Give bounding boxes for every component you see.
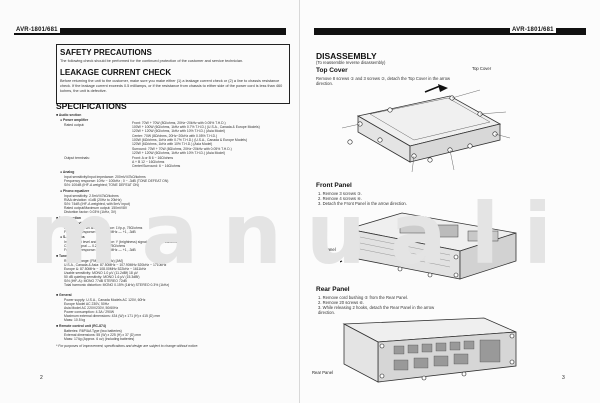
front-panel-steps: 1. Remove 3 screws ③. 2. Remove 4 screws… — [318, 191, 407, 206]
spec-row-14: Input sensitivity: 2.5mV/47kΩ/kohms — [64, 194, 119, 198]
remote-section: ■ Remote control unit (RC-874) — [56, 324, 106, 328]
disassembly-title: DISASSEMBLY — [316, 51, 377, 61]
front-panel-step-3: 3. Detach the Front Panel in the arrow d… — [318, 201, 407, 206]
audio-section: ■ Audio section — [56, 113, 82, 117]
spec-row-34: Power consumption: 4.3A / 290W — [64, 310, 115, 314]
rear-panel-label: Rear Panel — [312, 370, 333, 375]
spec-row-0: Front: 70W + 70W (8Ω/ohms, 20Hz~20kHz wi… — [132, 121, 226, 125]
rear-panel-step-3: 3. While releasing 2 hooks, detach the R… — [318, 305, 435, 310]
output-terminals: Output terminals: — [64, 156, 90, 160]
left-header-label: AVR-1801/681 — [14, 27, 60, 33]
watermark-text: manuali — [30, 185, 577, 283]
spec-row-29: S/N (IHF-A): MONO 77dB STEREO 72dB — [64, 279, 127, 283]
spec-row-9: A + B 12 ~ 16Ω/ohms — [132, 160, 165, 164]
spec-row-39: Mass: 174g (Approx. 6 oz) (including bat… — [64, 337, 135, 341]
rear-panel-step-2: 2. Remove 20 screws ⑥. — [318, 300, 365, 305]
analog: ● Analog — [60, 170, 75, 174]
spec-row-22: C (color) signal — 0.286Vp-p, 75Ω/ohms — [64, 244, 126, 248]
spec-row-12: Frequency response: 10Hz ~ 100kHz ; 0 ~ … — [64, 179, 169, 183]
spec-row-18: Distortion factor: 0.03% (1kHz, 3V) — [64, 210, 117, 214]
spec-note: * For purposes of improvement, specifica… — [56, 344, 199, 348]
spec-row-30: Total harmonic distortion: MONO 0.15% (1… — [64, 283, 170, 287]
spec-row-23: Frequency response: 5Hz ~ 10MHz — +1, -3… — [64, 248, 136, 252]
leakage-text: Before returning the unit to the custome… — [60, 79, 283, 93]
rear-panel-step-3b: direction. — [318, 310, 335, 315]
general-section: ■ General — [56, 293, 72, 297]
spec-row-15: RIAA deviation: ±1dB (20Hz to 20kHz) — [64, 198, 122, 202]
specs-title: SPECIFICATIONS — [56, 101, 127, 111]
safety-text: The following check should be performed … — [60, 59, 244, 63]
spec-row-20: Frequency response: 5Hz ~ 10MHz — +1, -3… — [64, 230, 136, 234]
spec-row-21: Input/output level and impedance: Y (bri… — [64, 240, 179, 244]
spec-row-1: 100W + 100W (6Ω/ohms, 1kHz with 0.7% T.H… — [132, 125, 260, 129]
spec-row-36: Mass: 10.5 kg — [64, 318, 86, 322]
spec-row-17: Rated output/Maximum output: 150mV/8V — [64, 206, 128, 210]
s-video: ● S-video jacks — [60, 235, 85, 239]
spec-row-5: 120W (6Ω/ohms, 1kHz with 10% T.H.D.) (As… — [132, 142, 213, 146]
left-page-number: 2 — [40, 375, 43, 381]
spec-row-13: S/N: 100dB (IHF-A weighted; TONE DEFEAT … — [64, 183, 139, 187]
spec-row-16: S/N: 74dB (IHF-A weighted, with 5mV inpu… — [64, 202, 130, 206]
spec-row-11: Input sensitivity/Input impedance: 200mV… — [64, 175, 146, 179]
spec-row-27: Usable sensitivity: MONO 1.0 µV (11.2dBf… — [64, 271, 138, 275]
spec-row-24: Receiving range: [FM] (note: kHz) [AM] — [64, 259, 123, 263]
front-panel-label: Front Panel — [314, 247, 336, 252]
spec-row-32: Europe Model AC 230V, 50Hz — [64, 302, 109, 306]
right-page: AVR-1801/681 DISASSEMBLY (To reassemble … — [300, 0, 600, 403]
spec-row-19: Input/output level and impedance: 1Vp-p,… — [64, 226, 143, 230]
spec-row-25: U.S.A., Canada & Asia: 87.50MHz ~ 107.90… — [64, 263, 167, 267]
spec-row-26: Europe &: 87.50MHz ~ 108.00MHz 522kHz ~ … — [64, 267, 147, 271]
spec-row-38: External dimensions: 55 (W) x 225 (H) x … — [64, 333, 142, 337]
right-page-number: 3 — [562, 375, 565, 381]
left-page: AVR-1801/681 SAFETY PRECAUTIONS The foll… — [14, 27, 290, 381]
spec-row-35: Maximum external dimensions: 434 (W) x 1… — [64, 314, 161, 318]
rear-panel-steps: 1. Remove cord bushing ⑤ from the Rear P… — [318, 295, 434, 315]
phono-eq: ● Phono equalizer — [60, 189, 90, 193]
top-cover-label: Top Cover — [472, 66, 492, 71]
spec-row-8: Front: A or B 6 ~ 16Ω/ohms — [132, 156, 174, 160]
rear-panel-title: Rear Panel — [316, 286, 350, 293]
standard-video: ● Standard video jacks — [60, 221, 97, 225]
spec-row-31: Power supply: U.S.A., Canada Models AC 1… — [64, 298, 146, 302]
spec-row-6: Surround: 70W + 70W (8Ω/ohms, 20Hz~20kHz… — [132, 147, 232, 151]
front-panel-step-1: 1. Remove 3 screws ③. — [318, 191, 363, 196]
spec-row-2: 120W + 120W (6Ω/ohms, 1kHz with 10% T.H.… — [132, 129, 226, 133]
spec-row-3: Center: 70W (8Ω/ohms, 20Hz~20kHz with 0.… — [132, 134, 218, 138]
rear-panel-diagram — [334, 316, 520, 388]
front-panel-title: Front Panel — [316, 182, 352, 189]
spec-row-37: Batteries: R6P/AA Type (two batteries) — [64, 329, 122, 333]
tuner-section: ■ Tuner section — [56, 254, 81, 258]
rear-panel-step-1: 1. Remove cord bushing ⑤ from the Rear P… — [318, 295, 409, 300]
right-header-rule — [314, 28, 586, 35]
top-cover-text: Remove 8 screws ① and 3 screws ②, detach… — [316, 76, 451, 86]
safety-box — [56, 44, 290, 104]
right-header-label: AVR-1801/681 — [510, 27, 556, 33]
power-amp: ● Power amplifier — [60, 118, 89, 122]
top-cover-diagram — [330, 84, 515, 176]
spec-row-10: Center/Surround: 6 ~ 16Ω/ohms — [132, 164, 181, 168]
leakage-title: LEAKAGE CURRENT CHECK — [60, 68, 172, 77]
top-cover-title: Top Cover — [316, 67, 348, 74]
spec-row-7: 120W + 120W (6Ω/ohms, 1kHz with 10% T.H.… — [132, 151, 226, 155]
disassembly-subtitle: (To reassemble reverse disassembly) — [316, 60, 386, 65]
left-header-rule — [14, 28, 286, 35]
spec-row-4: 100W (6Ω/ohms, 1kHz with 0.7% T.H.D.) (U… — [132, 138, 247, 142]
rated-output: Rated output: — [64, 123, 85, 127]
spec-row-33: Asia Model AC 220V/230V, 50/60Hz — [64, 306, 119, 310]
safety-title: SAFETY PRECAUTIONS — [60, 48, 152, 57]
front-panel-diagram — [340, 207, 520, 283]
spec-row-28: 50 dB quieting sensitivity: MONO 1.6 µV … — [64, 275, 140, 279]
video-section: ■ Video section — [56, 216, 81, 220]
front-panel-step-2: 2. Remove 4 screws ④. — [318, 196, 363, 201]
